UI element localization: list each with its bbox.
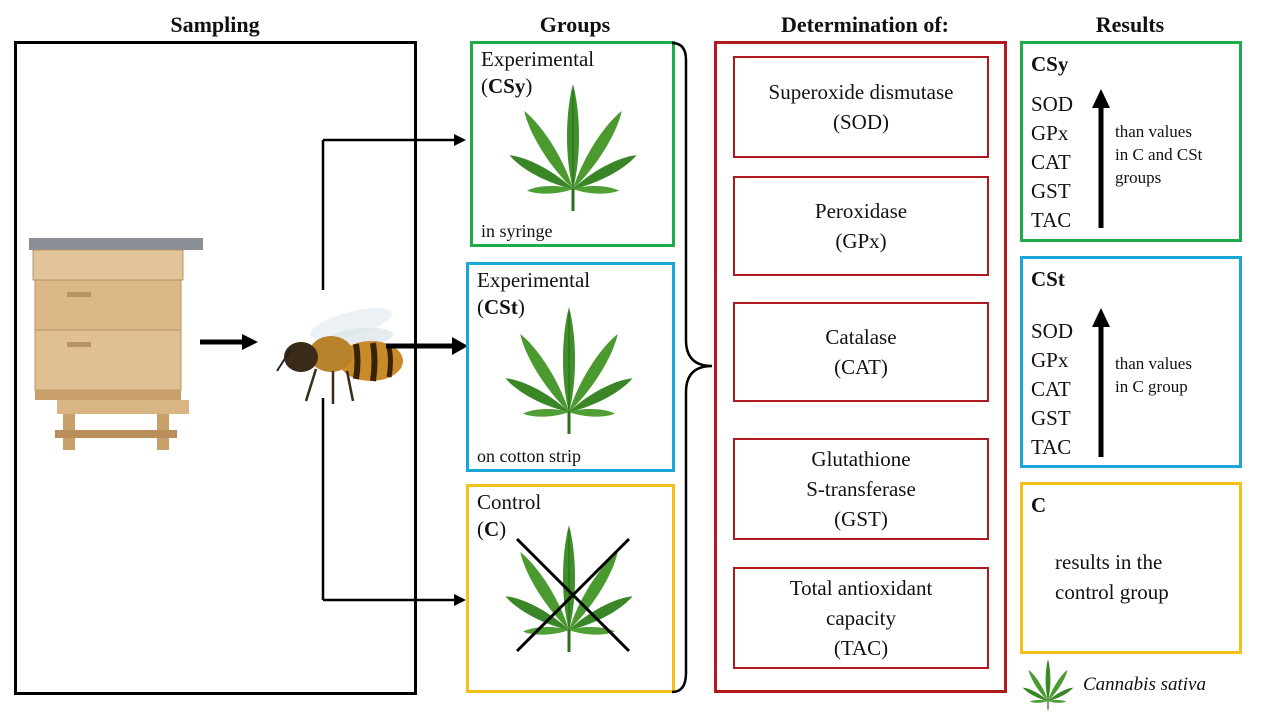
group-csy-label: Experimental(CSy) (481, 47, 595, 98)
det-gpx: Peroxidase (GPx) (733, 176, 989, 276)
cannabis-leaf-icon (505, 82, 641, 213)
result-cst-note: than values in C group (1115, 354, 1192, 396)
result-cst-box: CSt SOD GPx CAT GST TAC than values in C… (1020, 256, 1242, 468)
sampling-header: Sampling (170, 12, 260, 37)
result-control-code: C (1031, 493, 1047, 517)
result-control-text: results in the control group (1055, 550, 1169, 604)
groups-header: Groups (539, 12, 611, 37)
determination-box: Superoxide dismutase (SOD) Peroxidase (G… (714, 41, 1007, 693)
det-sod: Superoxide dismutase (SOD) (733, 56, 989, 158)
group-cst-label: Experimental(CSt) (477, 268, 591, 319)
result-csy-list: SOD GPx CAT GST TAC (1031, 92, 1074, 232)
legend-label: Cannabis sativa (1083, 674, 1206, 695)
increase-arrow-icon (1092, 308, 1110, 457)
increase-arrow-icon (1092, 89, 1110, 228)
det-cat: Catalase (CAT) (733, 302, 989, 402)
honeybee-image (276, 308, 403, 404)
group-control-label: Control(C) (477, 490, 542, 541)
grouping-brace (671, 41, 713, 694)
result-cst-code: CSt (1031, 267, 1065, 291)
det-gst: Glutathione S-transferase (GST) (733, 438, 989, 540)
beehive-image (29, 238, 203, 450)
det-tac: Total antioxidant capacity (TAC) (733, 567, 989, 669)
result-csy-box: CSy SOD GPx CAT GST TAC than values in C… (1020, 41, 1242, 242)
sampling-connector (321, 134, 468, 606)
result-control-box: C results in the control group (1020, 482, 1242, 654)
cross-out-icon (515, 537, 631, 653)
group-csy-note: in syringe (481, 221, 553, 241)
group-control-box: Control(C) (466, 484, 675, 693)
results-header: Results (1095, 12, 1165, 37)
cannabis-leaf-icon (501, 305, 637, 436)
group-cst-note: on cotton strip (477, 446, 581, 466)
arrow-hive-to-bee (200, 334, 258, 350)
result-csy-note: than values in C and CSt groups (1115, 122, 1203, 187)
sampling-box (14, 41, 417, 695)
result-csy-code: CSy (1031, 52, 1069, 76)
group-csy-box: Experimental(CSy) in syringe (470, 41, 675, 247)
cannabis-leaf-legend-icon (1020, 658, 1076, 711)
group-cst-box: Experimental(CSt) on cotton strip (466, 262, 675, 472)
determination-header: Determination of: (780, 12, 949, 37)
result-cst-list: SOD GPx CAT GST TAC (1031, 319, 1074, 459)
